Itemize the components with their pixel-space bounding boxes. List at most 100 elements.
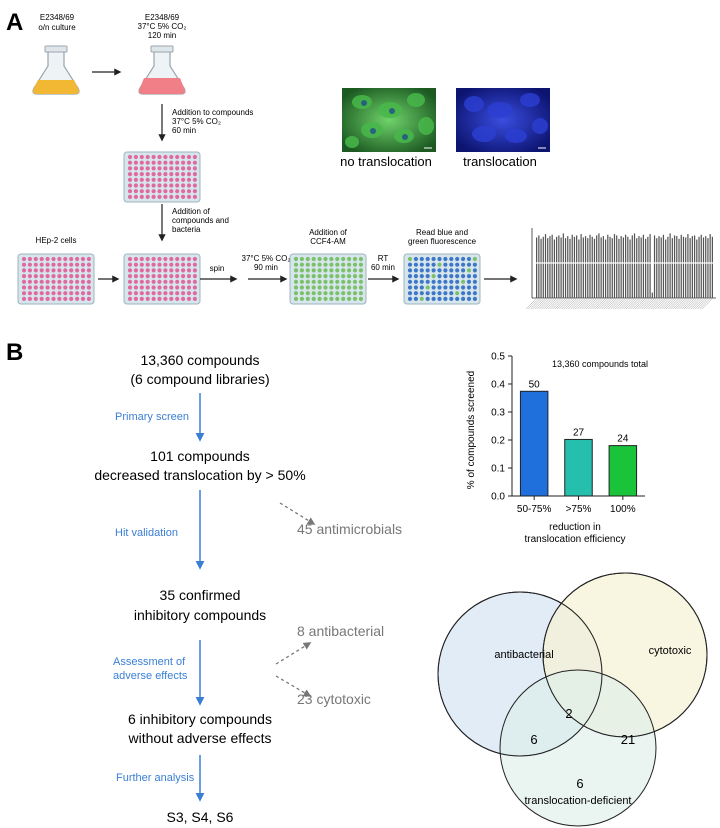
plate-well bbox=[443, 291, 448, 296]
thumb-bar bbox=[629, 239, 631, 298]
plate-well bbox=[186, 154, 192, 160]
plate-well bbox=[413, 274, 418, 279]
plate-well bbox=[33, 291, 38, 296]
plate-well bbox=[139, 183, 144, 188]
plate-well bbox=[127, 177, 133, 182]
thumb-bar bbox=[665, 239, 667, 298]
thumb-tick-label bbox=[597, 298, 608, 310]
plate-well bbox=[431, 285, 436, 290]
plate-well bbox=[145, 194, 150, 199]
plate-well bbox=[75, 256, 80, 262]
incubation-line1: E2348/69 bbox=[145, 13, 180, 22]
chart-data-label: 24 bbox=[617, 434, 629, 445]
plate-well bbox=[86, 279, 91, 284]
plate-well bbox=[317, 256, 322, 262]
plate-well bbox=[27, 262, 32, 267]
venn-label-antibacterial: antibacterial bbox=[494, 649, 553, 661]
plate-well bbox=[127, 268, 133, 273]
thumb-tick-label bbox=[530, 298, 541, 310]
plate-well bbox=[139, 285, 144, 290]
adverse-label-line2: adverse effects bbox=[113, 670, 188, 682]
plate-well bbox=[299, 268, 304, 273]
plate-well bbox=[133, 274, 138, 279]
cytotoxic-outcome-label: 23 cytotoxic bbox=[297, 691, 371, 707]
plate-well bbox=[139, 279, 144, 284]
thumb-bar bbox=[649, 234, 651, 298]
plate-well bbox=[51, 256, 56, 262]
thumb-bar bbox=[538, 235, 540, 298]
thumb-tick-label bbox=[525, 298, 537, 310]
chart-xlabel-line2: translocation efficiency bbox=[525, 534, 626, 545]
plate-well bbox=[431, 296, 436, 301]
thumb-tick-label bbox=[556, 298, 568, 310]
plate-well bbox=[169, 274, 174, 279]
plate-well bbox=[352, 296, 358, 301]
step1-line1: 13,360 compounds bbox=[140, 352, 259, 368]
plate-well bbox=[127, 189, 133, 194]
plate-well bbox=[127, 172, 133, 177]
plate-well bbox=[419, 296, 424, 301]
plate-well bbox=[323, 296, 328, 301]
plate-well bbox=[466, 296, 472, 301]
thumb-tick-label bbox=[585, 298, 597, 310]
plate-well bbox=[157, 285, 162, 290]
plate-well bbox=[192, 268, 197, 273]
thumb-tick-label bbox=[590, 298, 601, 310]
chart-ylabel: % of compounds screened bbox=[466, 371, 477, 489]
thumb-tick-label bbox=[599, 298, 610, 310]
plate-well bbox=[455, 274, 460, 279]
plate-well bbox=[413, 296, 418, 301]
thumb-tick-label bbox=[632, 298, 643, 310]
plate-well bbox=[181, 274, 186, 279]
plate-well bbox=[461, 296, 466, 301]
plate-well bbox=[299, 262, 304, 267]
plate-well bbox=[329, 262, 334, 267]
plate-well bbox=[163, 160, 168, 165]
plate-well bbox=[293, 274, 299, 279]
thumb-bar bbox=[645, 238, 647, 298]
plate-well bbox=[358, 285, 363, 290]
plate-well bbox=[69, 285, 74, 290]
plate-well bbox=[69, 279, 74, 284]
plate-well bbox=[358, 274, 363, 279]
plate-well bbox=[455, 291, 460, 296]
plate-well bbox=[425, 291, 430, 296]
read-line1: Read blue and bbox=[416, 228, 468, 237]
thumb-tick-label bbox=[628, 298, 639, 310]
thumb-bar bbox=[542, 236, 544, 298]
plate-well bbox=[437, 279, 442, 284]
plate-well bbox=[169, 166, 174, 171]
antibacterial-outcome-label: 8 antibacterial bbox=[297, 623, 384, 639]
plate-well bbox=[169, 160, 174, 165]
thumb-bar bbox=[680, 234, 682, 298]
plate-well bbox=[63, 268, 68, 273]
arrow-cytotoxic bbox=[275, 675, 312, 697]
plate-well bbox=[175, 194, 180, 199]
plate-well bbox=[311, 285, 316, 290]
plate-well bbox=[127, 274, 133, 279]
plate-well bbox=[329, 268, 334, 273]
plate-well bbox=[437, 262, 442, 267]
chart-y-tick-label: 0.4 bbox=[491, 380, 505, 391]
overnight-culture-flask-icon bbox=[32, 45, 80, 95]
plate-well bbox=[151, 256, 156, 262]
plate-well bbox=[69, 291, 74, 296]
plate-well bbox=[145, 256, 150, 262]
plate-well bbox=[347, 274, 352, 279]
step2-line2: decreased translocation by > 50% bbox=[94, 467, 305, 483]
plate-well bbox=[175, 256, 180, 262]
thumb-bar bbox=[616, 235, 618, 298]
thumb-tick-label bbox=[672, 298, 684, 310]
addition-bacteria-line2: compounds and bbox=[172, 216, 229, 225]
plate-well bbox=[323, 274, 328, 279]
plate-well bbox=[352, 291, 358, 296]
plate-well bbox=[151, 172, 156, 177]
plate-well bbox=[27, 279, 32, 284]
plate-well bbox=[181, 291, 186, 296]
plate-well bbox=[133, 279, 138, 284]
plate-well bbox=[86, 256, 91, 262]
chart-y-tick-label: 0.2 bbox=[491, 436, 505, 447]
plate-well bbox=[437, 268, 442, 273]
plate-well bbox=[39, 268, 44, 273]
plate-well bbox=[329, 291, 334, 296]
